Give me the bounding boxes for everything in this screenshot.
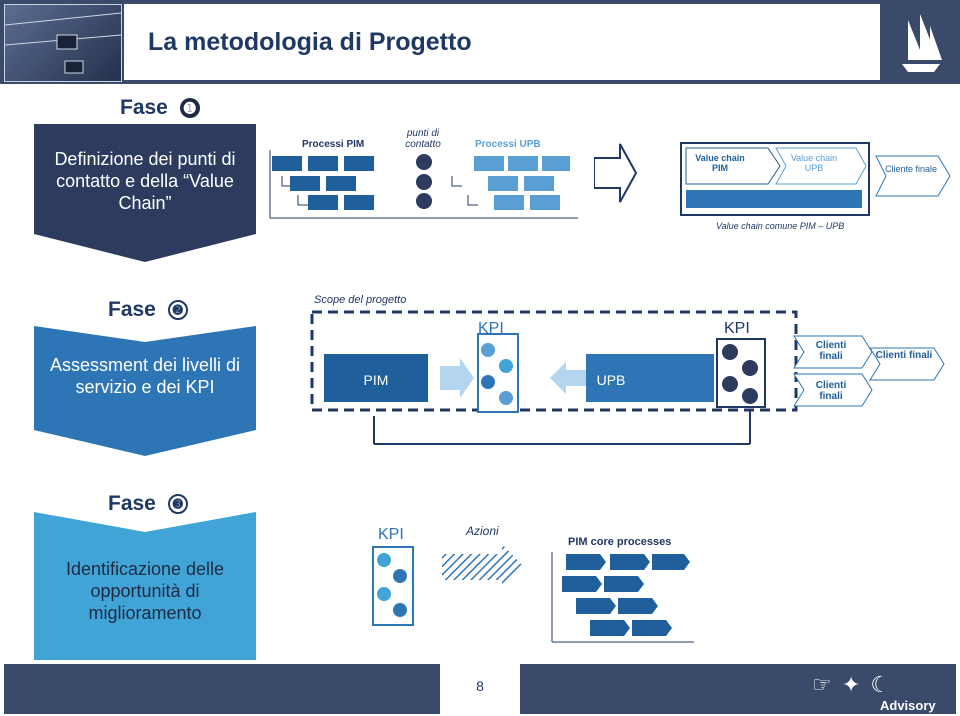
phase1-label: Fase ➊	[120, 96, 200, 120]
page-title: La metodologia di Progetto	[148, 28, 472, 56]
cliente-finale-label: Cliente finale	[884, 164, 938, 174]
phase3-label-text: Fase	[108, 492, 156, 515]
phase1-arrow	[34, 124, 256, 262]
kpi-left-label: KPI	[478, 320, 504, 337]
phase2-arrow	[34, 326, 256, 456]
brand-logo-icon: ☞ ✦ ☾	[812, 672, 893, 697]
value-chain-box	[680, 142, 870, 216]
phase2-label: Fase ➋	[108, 298, 188, 322]
processi-upb-label: Processi UPB	[475, 139, 541, 150]
punti-contatto-label: punti di contatto	[405, 128, 441, 150]
phase1-label-text: Fase	[120, 96, 168, 119]
phase2-description: Assessment dei livelli di servizio e dei…	[49, 355, 241, 397]
pim-box-label: PIM	[363, 372, 389, 388]
phase3-kpi-box	[372, 546, 414, 626]
phase1-big-arrow	[594, 143, 638, 203]
clienti-finali-1: Clienti finali	[815, 340, 847, 362]
pim-core-flow	[551, 552, 694, 643]
phase3-description: Identificazione delle opportunità di mig…	[65, 559, 225, 623]
scope-label: Scope del progetto	[314, 294, 407, 306]
value-chain-upb-label: Value chain UPB	[790, 153, 838, 173]
page-number: 8	[476, 678, 484, 694]
header-photo	[4, 4, 122, 82]
phase3-number-badge: ➌	[167, 494, 188, 515]
phase3-label: Fase ➌	[108, 492, 188, 516]
kpi-right-box	[716, 338, 766, 408]
pim-core-label: PIM core processes	[568, 536, 672, 548]
cliente-finale-shape	[875, 155, 951, 197]
phase3-arrow	[34, 512, 256, 660]
phase1-process-flow	[269, 150, 578, 219]
phase3-kpi-label: KPI	[378, 526, 404, 543]
kpi-right-label: KPI	[724, 320, 750, 337]
footer-page-box	[440, 664, 520, 714]
azioni-label: Azioni	[466, 524, 499, 538]
ship-logo-icon	[884, 4, 956, 80]
processi-pim-label: Processi PIM	[302, 139, 365, 150]
value-chain-pim-label: Value chain PIM	[695, 153, 745, 173]
phase1-description: Definizione dei punti di contatto e dell…	[54, 149, 236, 213]
value-chain-comune-label: Value chain comune PIM – UPB	[716, 221, 845, 231]
cable-car-icon	[4, 12, 122, 74]
title-box	[124, 4, 880, 80]
phase2-number-badge: ➋	[167, 300, 188, 321]
phase2-label-text: Fase	[108, 298, 156, 321]
upb-box-label: UPB	[596, 372, 626, 388]
clienti-finali-shapes	[793, 335, 945, 407]
phase1-number-badge: ➊	[179, 98, 200, 119]
clienti-finali-2: Clienti finali	[815, 380, 847, 402]
phase2-diagram	[310, 310, 798, 445]
advisory-label: Advisory	[880, 698, 936, 713]
azioni-arrow	[442, 544, 524, 590]
clienti-finali-3: Clienti finali	[875, 350, 933, 361]
